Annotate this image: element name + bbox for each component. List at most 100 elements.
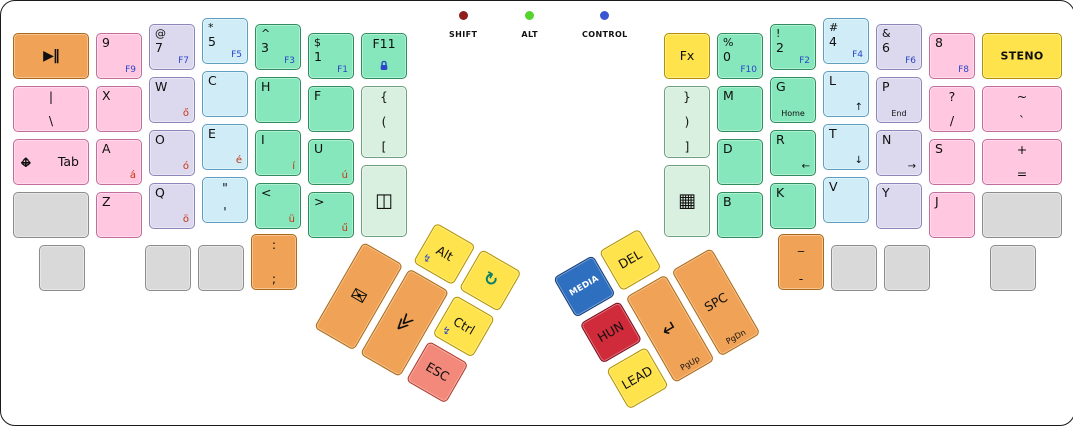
key-d[interactable]: D xyxy=(717,139,763,185)
key-label: Tab xyxy=(57,153,79,169)
key-f11[interactable]: F11 xyxy=(361,33,407,79)
key-label: 7 xyxy=(155,40,163,55)
key-label: STENO xyxy=(1000,49,1044,63)
key-c[interactable]: C xyxy=(202,71,248,117)
key-window-split[interactable]: ◫ xyxy=(361,165,407,237)
key-right-outer-blank[interactable] xyxy=(982,192,1062,238)
key-tab[interactable]: ↔↕Tab xyxy=(13,139,89,185)
key-label: D xyxy=(723,141,733,156)
key-label: ] xyxy=(684,140,690,154)
key-label: J xyxy=(935,194,939,209)
key-label: * xyxy=(208,21,214,34)
key-label: ~ xyxy=(1016,89,1028,104)
key-steno[interactable]: STENO xyxy=(982,33,1062,79)
key-label: U xyxy=(314,141,324,156)
key-tilde-backtick[interactable]: ~` xyxy=(982,86,1062,132)
key-comma-lt[interactable]: <ü xyxy=(255,183,301,229)
key-t[interactable]: T↓ xyxy=(823,124,869,170)
key-l[interactable]: L↑ xyxy=(823,71,869,117)
key-label: F2 xyxy=(799,56,810,66)
key-pipe-backslash[interactable]: |\ xyxy=(13,86,89,132)
key-open-brackets[interactable]: {([ xyxy=(361,86,407,158)
key-lb-blank-1[interactable] xyxy=(39,245,85,291)
key-label: DEL xyxy=(615,246,645,272)
key-label: é xyxy=(235,155,242,166)
key-rb-blank-1[interactable] xyxy=(831,245,877,291)
key-lb-blank-2[interactable] xyxy=(145,245,191,291)
key-label: F5 xyxy=(231,50,242,60)
key-b[interactable]: B xyxy=(717,192,763,238)
legend-item-control: CONTROL xyxy=(582,11,628,39)
key-label: HUN xyxy=(594,318,627,346)
key-label: LEAD xyxy=(618,362,656,393)
grid-icon: ▦ xyxy=(678,189,696,212)
key-k[interactable]: K xyxy=(770,183,816,229)
key-colon-semicolon[interactable]: :; xyxy=(251,234,297,290)
key-question-slash[interactable]: ?/ xyxy=(929,86,975,132)
key-label: í xyxy=(292,161,295,172)
key-rb-blank-2[interactable] xyxy=(884,245,930,291)
key-label: R xyxy=(776,132,785,147)
key-apps-grid[interactable]: ▦ xyxy=(664,165,710,237)
key-plus-equals[interactable]: += xyxy=(982,139,1062,185)
key-y[interactable]: Y xyxy=(876,183,922,229)
key-label: 5 xyxy=(208,34,216,49)
key-fx[interactable]: Fx xyxy=(664,33,710,79)
key-h[interactable]: H xyxy=(255,77,301,123)
key-label: / xyxy=(949,112,955,128)
key-lb-blank-3[interactable] xyxy=(198,245,244,291)
key-media-play-pause[interactable]: ▶‖ xyxy=(13,33,89,79)
key-label: _ xyxy=(797,237,805,252)
key-label: ' xyxy=(223,203,227,219)
key-label: 0 xyxy=(723,49,731,64)
key-v[interactable]: V xyxy=(823,177,869,223)
key-r[interactable]: R← xyxy=(770,130,816,176)
control-color-dot xyxy=(600,11,610,20)
key-z[interactable]: Z xyxy=(96,192,142,238)
key-label: ↓ xyxy=(854,155,863,166)
key-label: 8 xyxy=(935,35,943,50)
key-label: ó xyxy=(182,161,189,172)
key-label: & xyxy=(882,27,891,40)
key-n[interactable]: N→ xyxy=(876,130,922,176)
key-label: F1 xyxy=(337,65,348,75)
key-label: H xyxy=(261,79,271,94)
key-m[interactable]: M xyxy=(717,86,763,132)
key-j[interactable]: J xyxy=(929,192,975,238)
key-quote[interactable]: "' xyxy=(202,177,248,223)
key-underscore-minus[interactable]: _- xyxy=(778,234,824,290)
key-label: B xyxy=(723,194,732,209)
key-period-gt[interactable]: >ű xyxy=(308,192,354,238)
key-label: P xyxy=(882,79,890,94)
key-f[interactable]: F xyxy=(308,86,354,132)
key-s[interactable]: S xyxy=(929,139,975,185)
key-close-brackets[interactable]: })] xyxy=(664,86,710,158)
key-rb-blank-3[interactable] xyxy=(990,245,1036,291)
key-left-outer-blank[interactable] xyxy=(13,192,89,238)
lock-icon xyxy=(362,58,406,74)
key-label: 9 xyxy=(102,35,110,50)
redo-icon: ↻ xyxy=(479,267,502,293)
key-label: ← xyxy=(801,161,810,172)
key-x[interactable]: X xyxy=(96,86,142,132)
